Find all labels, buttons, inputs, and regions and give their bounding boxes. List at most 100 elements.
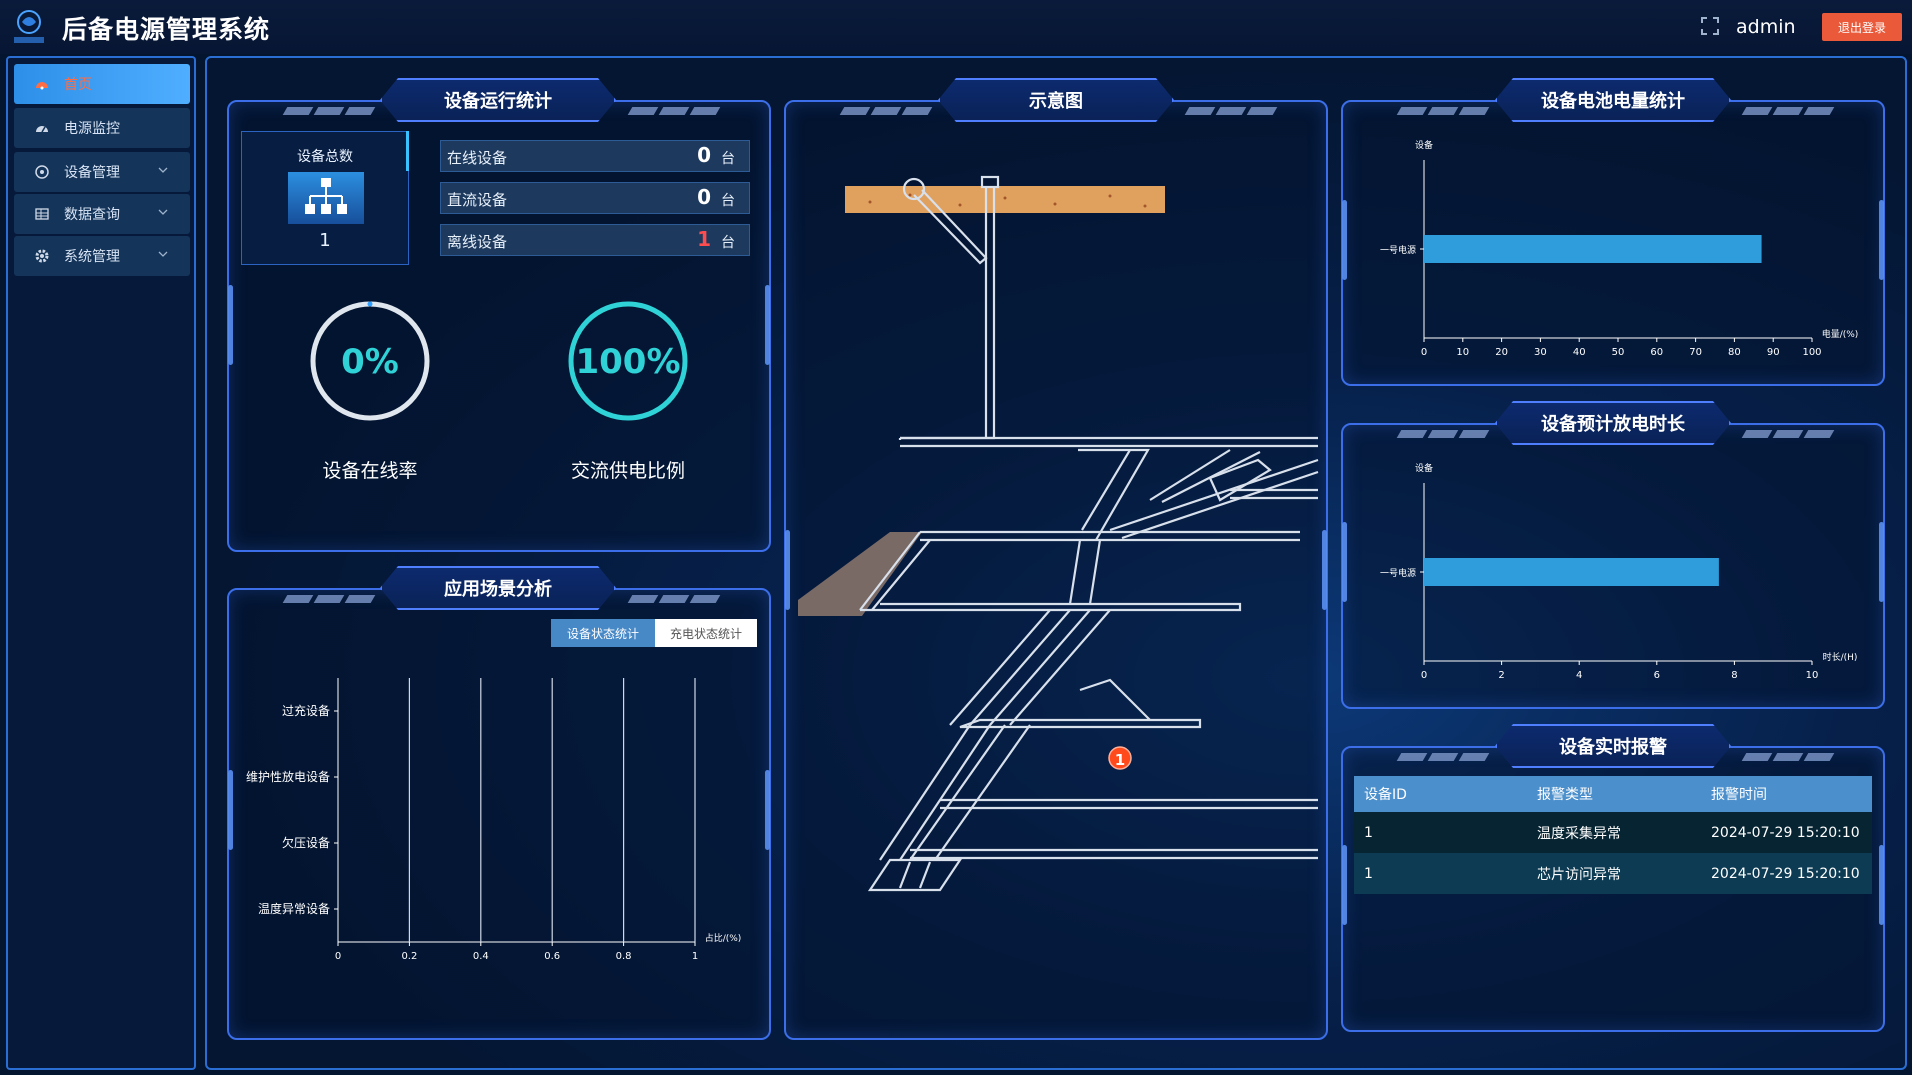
title-deco bbox=[627, 595, 659, 603]
panel-edge-tab bbox=[1879, 200, 1884, 280]
stat-unit: 台 bbox=[721, 235, 735, 251]
x-tick-label: 70 bbox=[1689, 347, 1702, 358]
title-deco bbox=[1741, 107, 1773, 115]
panel-edge-tab bbox=[1879, 522, 1884, 602]
alarm-marker-icon[interactable] bbox=[1108, 746, 1132, 770]
panel-title: 设备运行统计 bbox=[380, 78, 616, 122]
gauge-label: 交流供电比例 bbox=[570, 460, 685, 482]
title-deco bbox=[1458, 107, 1490, 115]
x-axis-label: 时长/(H) bbox=[1823, 651, 1858, 663]
y-tick-label: 一号电源 bbox=[1380, 244, 1416, 256]
tunnel-lines bbox=[859, 175, 1319, 892]
title-deco bbox=[344, 107, 376, 115]
title-deco bbox=[282, 107, 314, 115]
title-deco bbox=[1458, 753, 1490, 761]
title-deco bbox=[1427, 753, 1459, 761]
y-tick-label: 一号电源 bbox=[1380, 567, 1416, 579]
fullscreen-icon[interactable] bbox=[1700, 16, 1720, 36]
tab-device-status[interactable]: 设备状态统计 bbox=[551, 619, 655, 647]
stat-row-offline: 离线设备 1 台 bbox=[440, 224, 750, 256]
panel-edge-tab bbox=[228, 770, 233, 850]
x-tick-label: 0.2 bbox=[401, 951, 417, 962]
chevron-down-icon bbox=[158, 209, 168, 215]
title-deco bbox=[1215, 107, 1247, 115]
table-cell: 温度采集异常 bbox=[1527, 812, 1701, 853]
title-deco bbox=[689, 595, 721, 603]
panel-edge-tab bbox=[1879, 845, 1884, 925]
panel-title: 示意图 bbox=[938, 78, 1174, 122]
x-tick-label: 50 bbox=[1612, 347, 1625, 358]
table-cell: 芯片访问异常 bbox=[1527, 853, 1701, 894]
x-tick-label: 0 bbox=[335, 951, 341, 962]
sidebar-item-system-management[interactable]: 系统管理 bbox=[14, 236, 190, 276]
table-row[interactable]: 1 芯片访问异常 2024-07-29 15:20:10 bbox=[1354, 853, 1872, 894]
bar bbox=[1424, 235, 1762, 263]
y-tick-label: 欠压设备 bbox=[282, 835, 330, 850]
title-deco bbox=[870, 107, 902, 115]
table-cell: 2024-07-29 15:20:10 bbox=[1701, 812, 1872, 853]
stat-label: 直流设备 bbox=[447, 191, 508, 209]
table-cell: 2024-07-29 15:20:10 bbox=[1701, 853, 1872, 894]
x-axis-label: 电量/(%) bbox=[1822, 328, 1859, 340]
title-deco bbox=[839, 107, 871, 115]
stat-label: 在线设备 bbox=[447, 149, 508, 167]
logout-button[interactable]: 退出登录 bbox=[1822, 13, 1902, 41]
tab-charge-status[interactable]: 充电状态统计 bbox=[655, 619, 757, 647]
gauge-value: 100% bbox=[575, 342, 680, 382]
title-deco bbox=[658, 595, 690, 603]
company-logo bbox=[14, 10, 44, 43]
app-header: 后备电源管理系统 admin 退出登录 bbox=[0, 0, 1912, 54]
title-deco bbox=[1772, 107, 1804, 115]
stat-unit: 台 bbox=[721, 151, 735, 167]
sidebar-item-data-query[interactable]: 数据查询 bbox=[14, 194, 190, 234]
device-total-label: 设备总数 bbox=[297, 149, 353, 165]
device-total-icon-box bbox=[288, 172, 364, 224]
table-cell: 1 bbox=[1354, 812, 1527, 853]
sidebar-item-label: 首页 bbox=[64, 77, 92, 93]
stat-value: 1 bbox=[697, 227, 711, 251]
device-icon bbox=[35, 165, 49, 179]
column-header: 报警时间 bbox=[1701, 776, 1872, 812]
table-header-row: 设备ID 报警类型 报警时间 bbox=[1354, 776, 1872, 812]
alarm-marker-label: 1 bbox=[1115, 751, 1125, 769]
ground-texture bbox=[868, 193, 1147, 208]
sidebar-item-home[interactable]: 首页 bbox=[14, 64, 190, 104]
panel-title: 应用场景分析 bbox=[380, 566, 616, 610]
sidebar-item-label: 电源监控 bbox=[64, 121, 120, 137]
title-deco bbox=[1396, 107, 1428, 115]
table-row[interactable]: 1 温度采集异常 2024-07-29 15:20:10 bbox=[1354, 812, 1872, 853]
y-tick-label: 过充设备 bbox=[282, 703, 330, 718]
x-tick-label: 4 bbox=[1576, 670, 1582, 681]
panel-edge-tab bbox=[765, 770, 770, 850]
title-deco bbox=[1803, 430, 1835, 438]
title-deco bbox=[282, 595, 314, 603]
stat-row-online: 在线设备 0 台 bbox=[440, 140, 750, 172]
sidebar-item-device-management[interactable]: 设备管理 bbox=[14, 152, 190, 192]
stat-value: 0 bbox=[697, 185, 711, 209]
ac-ratio-gauge: 100% bbox=[568, 301, 688, 421]
title-deco bbox=[1772, 430, 1804, 438]
title-deco bbox=[313, 107, 345, 115]
x-tick-label: 2 bbox=[1498, 670, 1504, 681]
table-cell: 1 bbox=[1354, 853, 1527, 894]
app-title: 后备电源管理系统 bbox=[62, 15, 271, 44]
panel-edge-tab bbox=[785, 530, 790, 610]
gauge-value: 0% bbox=[341, 342, 399, 382]
title-deco bbox=[1427, 430, 1459, 438]
x-tick-label: 20 bbox=[1495, 347, 1508, 358]
box-accent bbox=[406, 131, 409, 171]
sidebar-item-power-monitor[interactable]: 电源监控 bbox=[14, 108, 190, 148]
online-rate-gauge: 0% bbox=[310, 301, 430, 421]
title-deco bbox=[689, 107, 721, 115]
mine-shaft-diagram: 1 bbox=[798, 175, 1319, 892]
x-tick-label: 1 bbox=[692, 951, 698, 962]
x-tick-label: 90 bbox=[1767, 347, 1780, 358]
gauge-label: 设备在线率 bbox=[322, 460, 418, 482]
panel-edge-tab bbox=[1342, 200, 1347, 280]
sidebar-item-label: 设备管理 bbox=[64, 165, 120, 181]
alarm-table: 设备ID 报警类型 报警时间 1 温度采集异常 2024-07-29 15:20… bbox=[1354, 776, 1872, 894]
panel-edge-tab bbox=[1342, 845, 1347, 925]
chevron-down-icon bbox=[158, 251, 168, 257]
x-tick-label: 80 bbox=[1728, 347, 1741, 358]
